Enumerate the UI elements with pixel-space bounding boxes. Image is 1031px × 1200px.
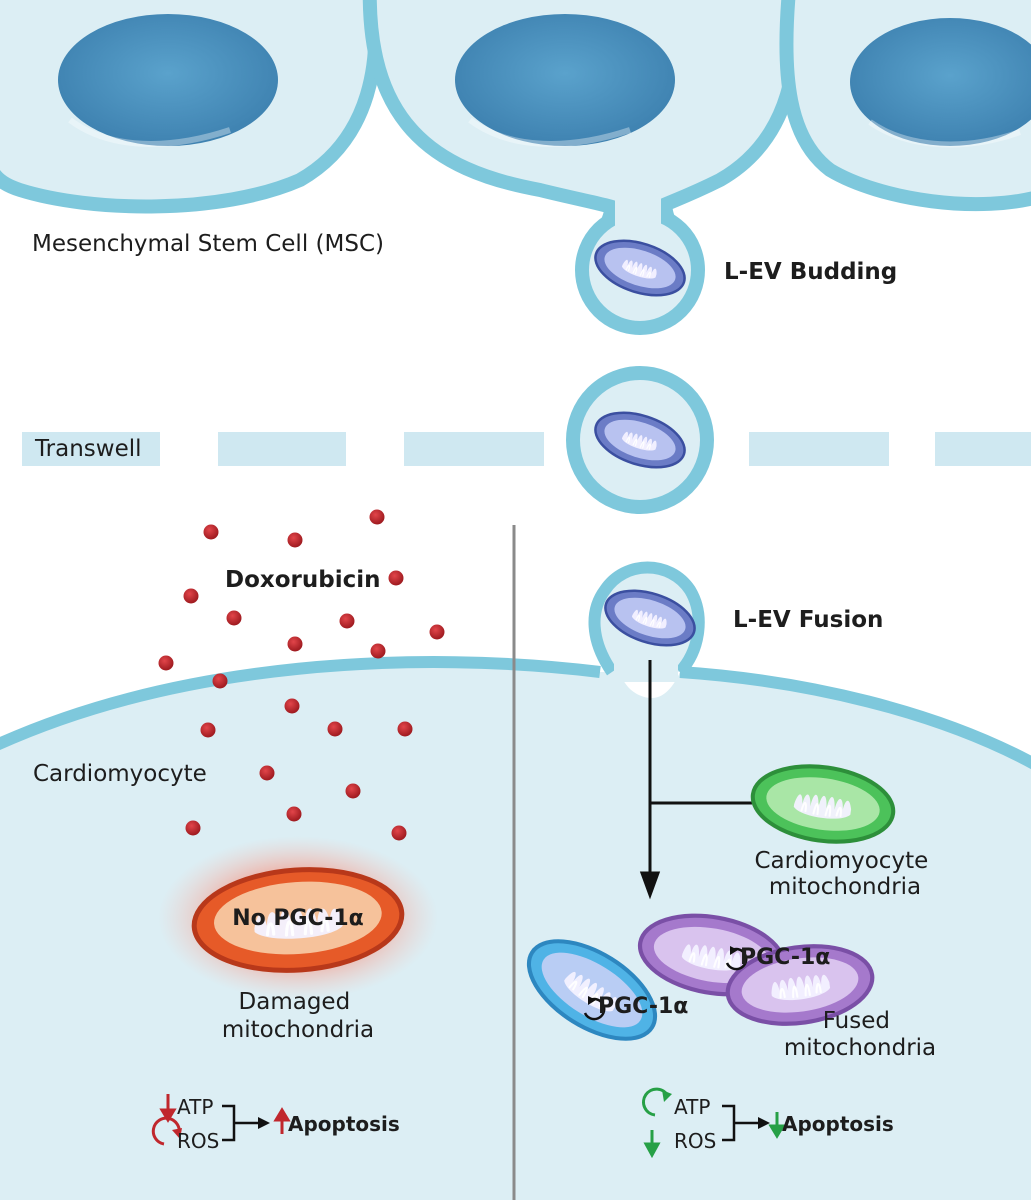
cardiomyocyte-mitochondrion	[750, 764, 896, 844]
down-arrow-icon	[768, 1112, 786, 1139]
doxorubicin-particle	[370, 643, 386, 659]
left-ros-label: ROS	[177, 1129, 219, 1153]
right-ros-label: ROS	[674, 1129, 716, 1153]
msc-nucleus	[58, 14, 278, 146]
msc-label: Mesenchymal Stem Cell (MSC)	[32, 231, 384, 257]
transfer-arrow	[639, 660, 752, 900]
msc-nucleus	[850, 18, 1031, 146]
doxorubicin-particle	[391, 825, 407, 841]
doxorubicin-particle	[259, 765, 275, 781]
left-apoptosis-label: Apoptosis	[288, 1112, 400, 1136]
fusion-vesicle	[588, 561, 705, 682]
up-arrow-icon	[273, 1107, 291, 1134]
fused-mitochondria-label: Fused mitochondria	[784, 1008, 936, 1061]
transwell-membrane	[22, 432, 1031, 466]
right-apoptosis-label: Apoptosis	[782, 1112, 894, 1136]
left-outcome	[151, 1094, 291, 1146]
pgc-label-purple: PGC-1α	[740, 945, 830, 970]
damaged-mitochondria-label: Damaged mitochondria	[222, 989, 374, 1043]
doxorubicin-particle	[287, 636, 303, 652]
cardiomyocyte-label: Cardiomyocyte	[33, 761, 207, 787]
msc-nucleus	[455, 14, 675, 146]
transwell-label: Transwell	[34, 436, 142, 462]
doxorubicin-label: Doxorubicin	[225, 567, 381, 593]
doxorubicin-particle	[212, 673, 228, 689]
doxorubicin-particle	[284, 698, 300, 714]
doxorubicin-particle	[287, 532, 303, 548]
cycle-up-icon	[151, 1116, 182, 1146]
down-arrow-icon	[159, 1094, 177, 1123]
budding-vesicle	[575, 196, 705, 335]
doxorubicin-particle	[185, 820, 201, 836]
cm-mitochondria-label: Cardiomyocyte mitochondria	[754, 848, 935, 900]
pgc-label-blue: PGC-1α	[598, 994, 688, 1019]
doxorubicin-particle	[369, 509, 385, 525]
cycle-up-icon	[642, 1087, 672, 1117]
budding-label: L-EV Budding	[724, 259, 897, 285]
doxorubicin-particle	[345, 783, 361, 799]
right-outcome	[642, 1087, 786, 1159]
doxorubicin-particle	[200, 722, 216, 738]
doxorubicin-particle	[388, 570, 404, 586]
doxorubicin-particle	[339, 613, 355, 629]
down-arrow-icon	[643, 1130, 661, 1159]
no-pgc-label: No PGC-1α	[232, 906, 364, 931]
transwell-vesicle	[566, 366, 714, 514]
doxorubicin-particle	[183, 588, 199, 604]
doxorubicin-dots	[158, 509, 445, 841]
doxorubicin-particle	[203, 524, 219, 540]
doxorubicin-particle	[226, 610, 242, 626]
left-atp-label: ATP	[177, 1095, 213, 1119]
doxorubicin-particle	[327, 721, 343, 737]
upregulation-cycle-icon	[583, 946, 748, 1021]
damaged-mitochondrion	[158, 836, 438, 1000]
doxorubicin-particle	[397, 721, 413, 737]
doxorubicin-particle	[286, 806, 302, 822]
doxorubicin-particle	[429, 624, 445, 640]
msc-cells	[0, 0, 1031, 217]
doxorubicin-particle	[158, 655, 174, 671]
right-atp-label: ATP	[674, 1095, 710, 1119]
fusion-label: L-EV Fusion	[733, 607, 883, 633]
